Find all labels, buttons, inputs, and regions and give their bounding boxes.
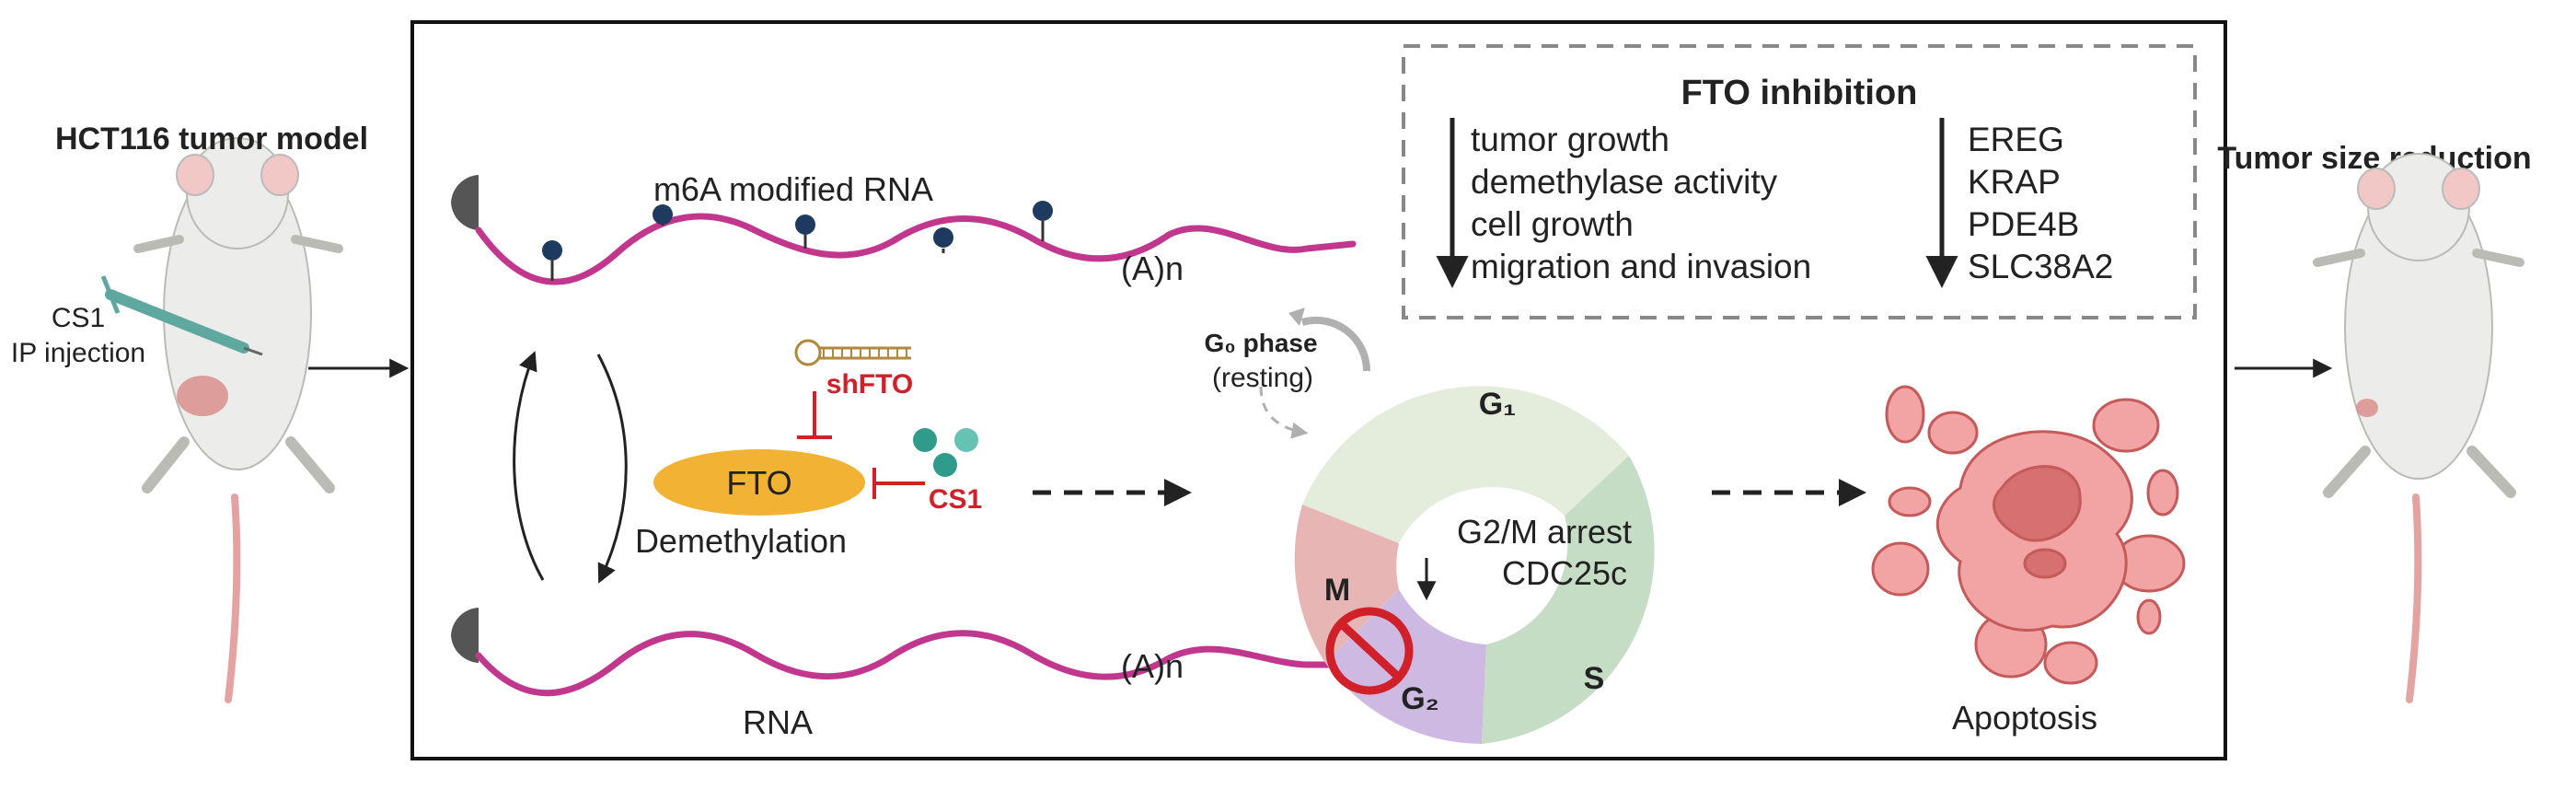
inhibition-right-item: PDE4B [1968,205,2079,243]
m6a-mark-icon [795,215,815,249]
m6a-mark-icon [653,204,673,226]
apoptotic-cell-icon [1871,385,2186,685]
rna-cap-icon [451,608,479,663]
s-phase-label: S [1584,661,1605,696]
inhibition-box [1402,44,2197,319]
marker-label: CDC25c [1502,554,1627,592]
m6a-rna-strand [451,175,1357,285]
fto-enzyme [653,449,865,516]
cell-cycle-ring [1294,386,1655,744]
cs1-label: CS1 [929,484,982,515]
inhibition-right-item: EREG [1968,121,2064,158]
m-phase-label: M [1324,573,1350,608]
g2-phase-label: G₂ [1401,681,1439,716]
methylation-arrow [513,351,545,581]
drug-label: CS1 [52,303,105,333]
rna-label: RNA [743,703,813,741]
cs1-molecule-icon [913,428,978,477]
shfto-label: shFTO [826,369,913,400]
g0-label: G₀ phase [1204,329,1317,357]
block-icon [1325,607,1414,695]
mouse-right-icon [2313,153,2524,703]
polya-top-label: (A)n [1121,249,1184,287]
inhibition-right-item: KRAP [1968,163,2061,201]
demethylation-label: Demethylation [635,522,847,560]
shrna-hairpin-icon [794,339,911,366]
shfto-inhibition-bar [797,391,832,439]
arrest-label: G2/M arrest [1457,513,1632,551]
g0-sublabel: (resting) [1212,363,1313,393]
inhibition-title: FTO inhibition [1681,74,1918,112]
main-panel [410,20,2227,760]
apoptosis-label: Apoptosis [1952,699,2097,737]
dashed-arrowhead-2 [1839,479,1866,506]
dashed-arrowhead [1164,479,1192,506]
g1-phase-label: G₁ [1479,387,1517,422]
cs1-inhibition-bar [872,468,925,499]
inhibition-left-item: demethylase activity [1471,163,1778,201]
plain-rna-strand [451,608,1357,697]
g0-return-arrow [1259,386,1309,439]
m6a-rna-label: m6A modified RNA [653,170,933,208]
demethylation-arrow [596,354,628,584]
inhibition-left-item: cell growth [1471,205,1634,243]
mouse-left-icon [133,137,343,703]
left-title: HCT116 tumor model [55,122,368,157]
syringe-icon [100,275,263,356]
m6a-mark-icon [542,240,562,281]
m6a-mark-icon [933,227,953,253]
polya-bottom-label: (A)n [1121,647,1184,685]
g0-loop-arc [1300,316,1371,372]
g0-loop-arrowhead [1288,307,1305,326]
rna-cap-icon [451,175,479,230]
inhibition-left-item: migration and invasion [1471,248,1811,285]
inhibition-left-item: tumor growth [1471,121,1669,158]
m6a-mark-icon [1033,201,1053,241]
inhibition-right-item: SLC38A2 [1968,248,2113,285]
route-label: IP injection [11,338,145,368]
fto-label: FTO [726,464,791,502]
